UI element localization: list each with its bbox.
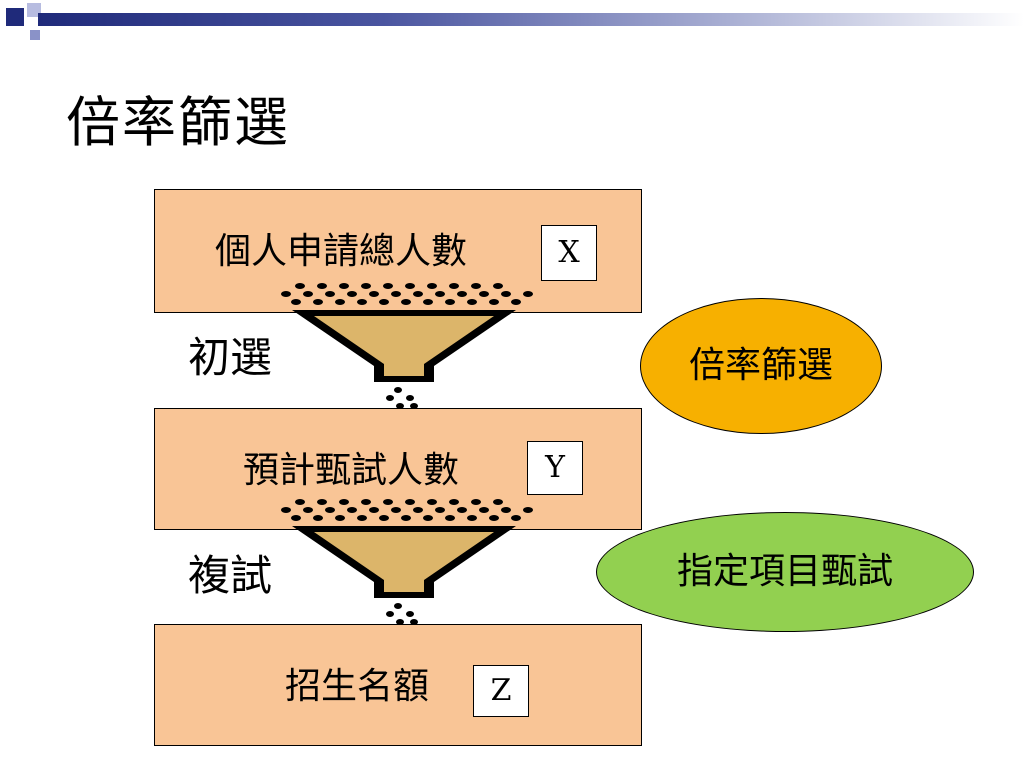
particle-dot (335, 515, 345, 521)
applicants-label: 個人申請總人數 (215, 231, 468, 272)
particle-dot (423, 515, 433, 521)
particle-dot (405, 499, 415, 505)
particle-dot (449, 499, 459, 505)
falling-dot (396, 403, 404, 409)
particle-dot (445, 515, 455, 521)
particle-dot (405, 283, 415, 289)
particle-dot (379, 299, 389, 305)
particle-dot (457, 291, 467, 297)
particle-dot (347, 291, 357, 297)
header-square-dark (6, 8, 24, 26)
particle-dot (423, 299, 433, 305)
particle-dot (511, 299, 521, 305)
falling-dot (406, 395, 414, 401)
particle-dot (523, 507, 533, 513)
falling-dot (394, 603, 402, 609)
particle-dot (291, 299, 301, 305)
particle-dot (479, 507, 489, 513)
particle-dot (413, 507, 423, 513)
particle-dot (401, 299, 411, 305)
particle-dot (347, 507, 357, 513)
header-square-light (27, 3, 41, 17)
funnel-fill (314, 532, 494, 592)
falling-dot (386, 611, 394, 617)
particle-dot (357, 515, 367, 521)
particle-dot (281, 291, 291, 297)
stage-second-round: 複試 (188, 551, 273, 600)
falling-dot (396, 619, 404, 625)
particle-dot (317, 283, 327, 289)
particle-dot (501, 291, 511, 297)
particle-dot (313, 299, 323, 305)
particle-dot (493, 499, 503, 505)
particle-dot (361, 499, 371, 505)
particle-dot (511, 515, 521, 521)
particle-dot (281, 507, 291, 513)
funnel-fill (314, 316, 494, 376)
stage-initial-screening: 初選 (188, 333, 273, 382)
particle-dot (383, 499, 393, 505)
particle-dot (391, 507, 401, 513)
variable-z: Z (473, 665, 529, 717)
particle-dot (291, 515, 301, 521)
funnel-1 (281, 283, 533, 409)
particle-dot (467, 299, 477, 305)
particle-dot (357, 299, 367, 305)
particle-dot (391, 291, 401, 297)
particle-dot (339, 499, 349, 505)
particle-dot (467, 515, 477, 521)
particle-dot (435, 291, 445, 297)
particle-dot (401, 515, 411, 521)
slide-title: 倍率篩選 (66, 91, 290, 154)
particle-dot (471, 283, 481, 289)
particle-dot (427, 499, 437, 505)
header-gradient-bar (38, 13, 1024, 26)
falling-dot (406, 611, 414, 617)
particle-dot (449, 283, 459, 289)
ratio-screening-ellipse: 倍率篩選 (640, 298, 882, 434)
particle-dot (493, 283, 503, 289)
particle-dot (369, 507, 379, 513)
falling-dot (410, 403, 418, 409)
admission-quota-label: 招生名額 (285, 666, 430, 707)
particle-dot (339, 283, 349, 289)
particle-dot (325, 291, 335, 297)
particle-dot (335, 299, 345, 305)
falling-dot (410, 619, 418, 625)
particle-dot (325, 507, 335, 513)
particle-dot (471, 499, 481, 505)
particle-dot (317, 499, 327, 505)
particle-dot (413, 291, 423, 297)
particle-dot (445, 299, 455, 305)
funnel-2 (281, 499, 533, 625)
particle-dot (489, 299, 499, 305)
particle-dot (379, 515, 389, 521)
falling-dot (386, 395, 394, 401)
specified-exam-ellipse: 指定項目甄試 (596, 512, 974, 632)
particle-dot (361, 283, 371, 289)
variable-x: X (541, 225, 597, 281)
particle-dot (479, 291, 489, 297)
particle-dot (295, 499, 305, 505)
particle-dot (435, 507, 445, 513)
particle-dot (489, 515, 499, 521)
falling-dot (394, 387, 402, 393)
particle-dot (295, 283, 305, 289)
particle-dot (369, 291, 379, 297)
particle-dot (457, 507, 467, 513)
admission-quota-box: 招生名額 Z (154, 624, 642, 746)
particle-dot (383, 283, 393, 289)
particle-dot (303, 291, 313, 297)
particle-dot (313, 515, 323, 521)
particle-dot (501, 507, 511, 513)
particle-dot (523, 291, 533, 297)
particle-dot (427, 283, 437, 289)
interview-count-label: 預計甄試人數 (243, 450, 460, 491)
variable-y: Y (527, 441, 583, 495)
header-square-small (30, 30, 40, 40)
particle-dot (303, 507, 313, 513)
